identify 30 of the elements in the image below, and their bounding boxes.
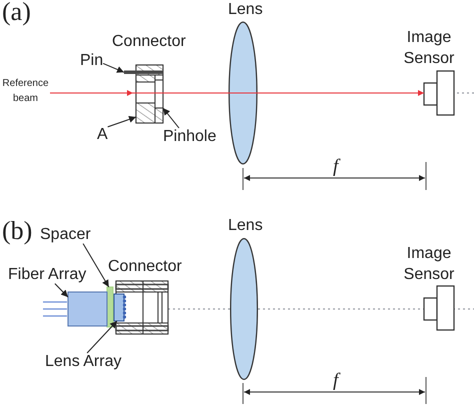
dimension-label: f <box>333 371 338 392</box>
leader-line <box>54 283 68 298</box>
leader-line <box>82 243 110 288</box>
part-label: Image Sensor <box>402 28 456 69</box>
leader-line <box>162 108 180 128</box>
panel-label: (b) <box>2 217 32 246</box>
lens-array <box>114 294 126 322</box>
part-label: Lens Array <box>45 353 122 371</box>
part-label: Spacer <box>40 226 91 244</box>
part-label: Fiber Array <box>8 266 86 284</box>
part-label: Connector <box>108 258 182 276</box>
part-label: Pin <box>80 52 104 70</box>
dimension-label: f <box>333 157 338 178</box>
part-label: Lens <box>228 1 263 19</box>
hatched-block <box>136 102 156 124</box>
panel-label: (a) <box>2 0 31 27</box>
fiber-array <box>68 292 108 326</box>
pinhole-plate <box>154 80 164 108</box>
lens <box>228 22 258 164</box>
part-label: Lens <box>228 217 263 235</box>
part-label: Image Sensor <box>402 244 456 285</box>
part-label: Pinhole <box>163 128 216 146</box>
lens <box>230 238 258 380</box>
part-label: Connector <box>112 33 186 51</box>
leader-line <box>107 116 136 128</box>
part-label: A <box>97 126 108 144</box>
leader-line <box>102 62 124 73</box>
beam-label: Reference beam <box>2 77 49 106</box>
leader-line <box>86 320 118 354</box>
pin <box>124 70 163 74</box>
